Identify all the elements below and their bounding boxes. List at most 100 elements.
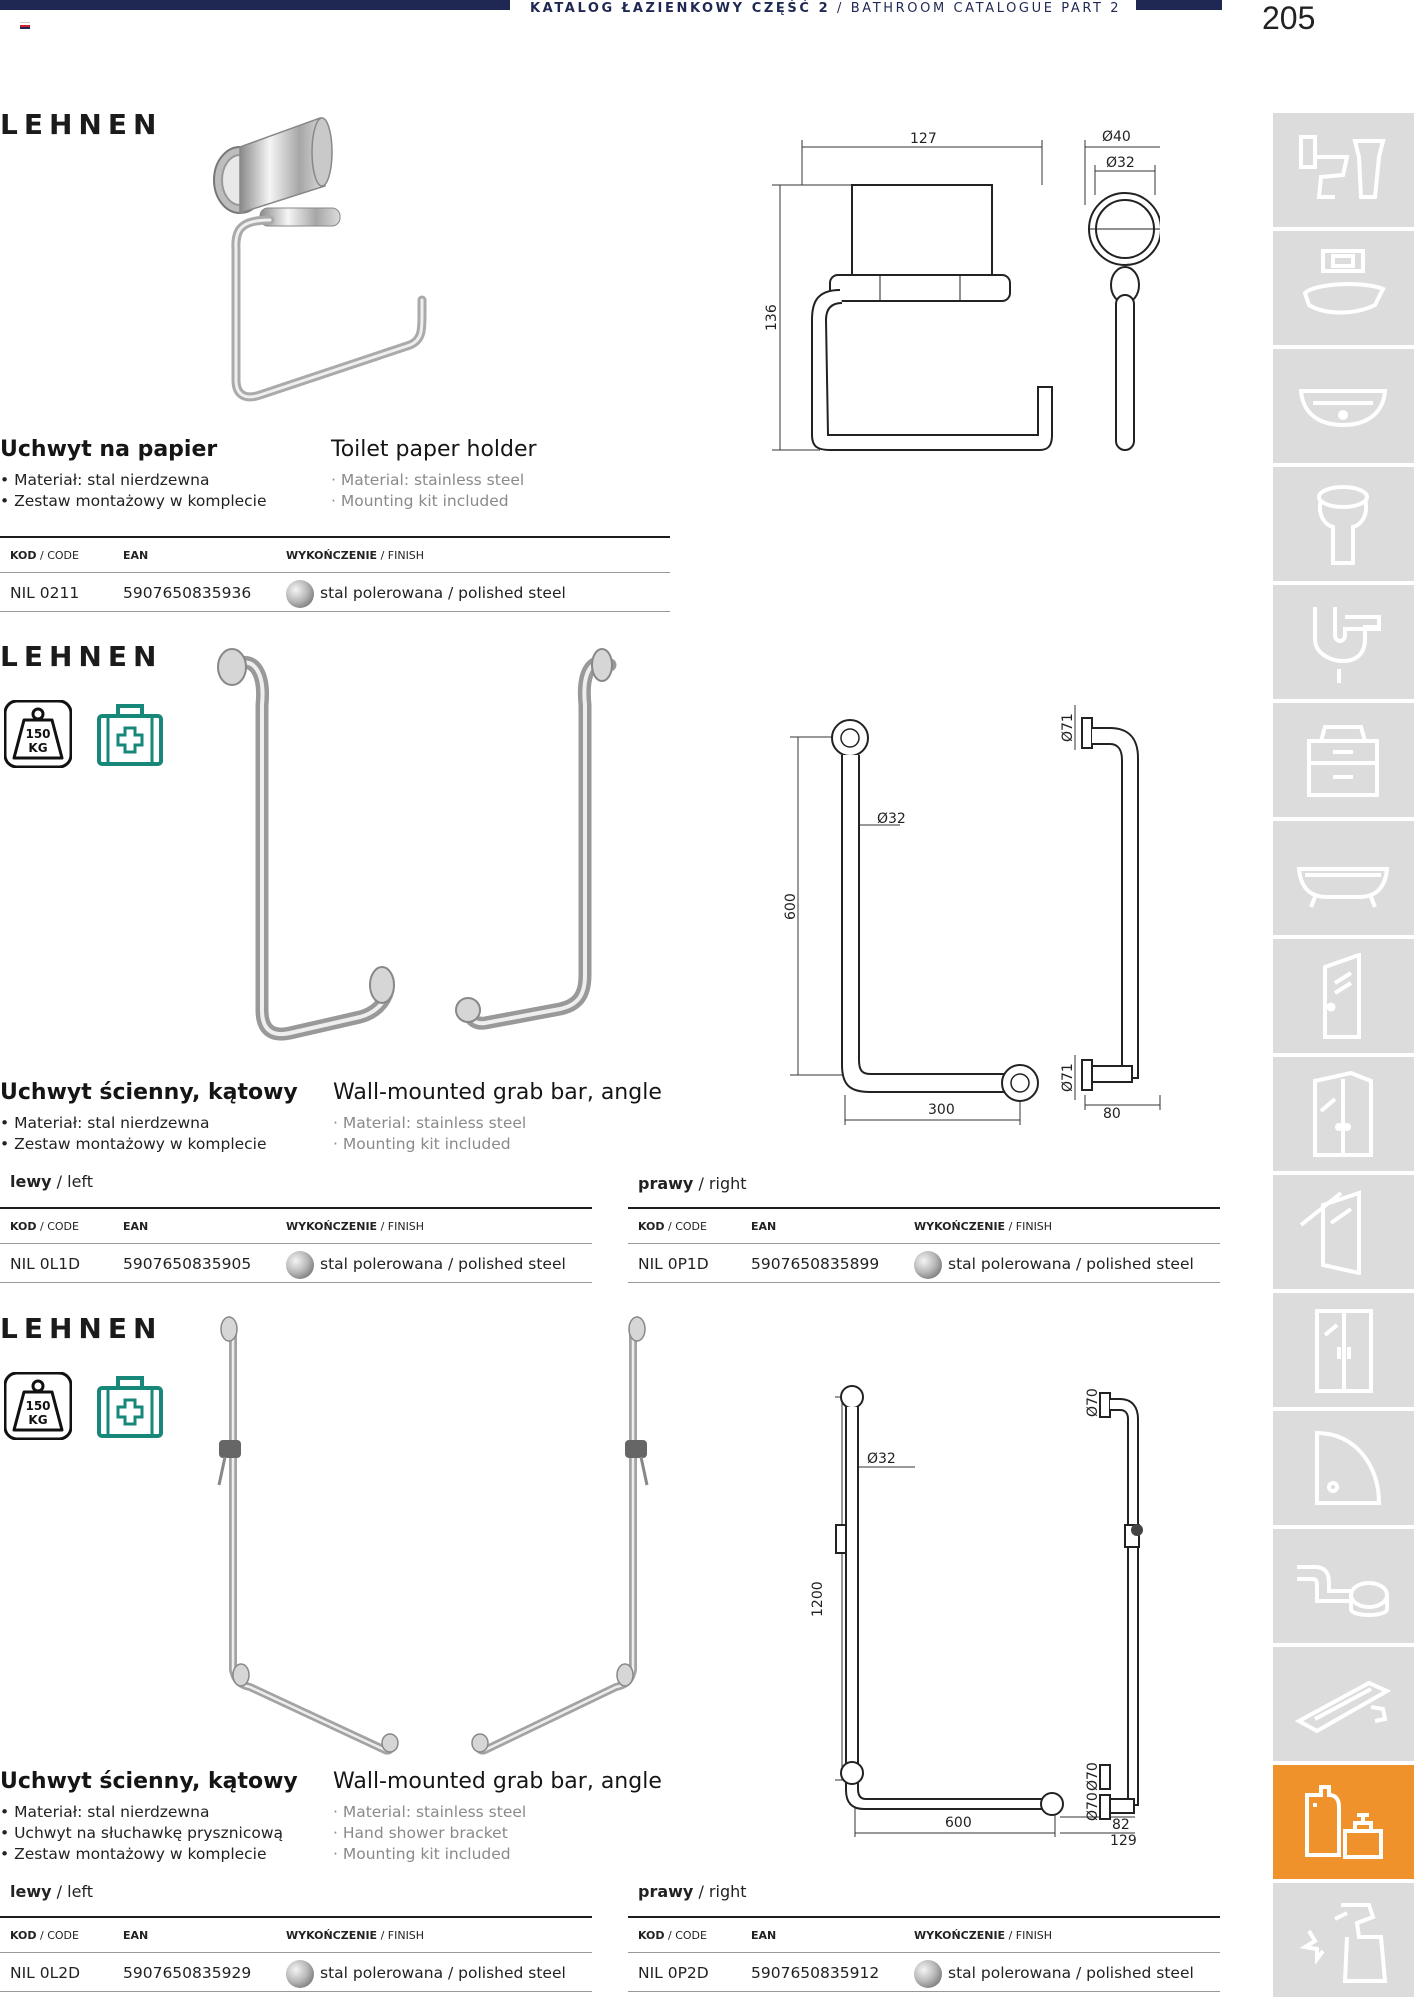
svg-text:KG: KG xyxy=(28,741,47,755)
feature-item: · Mounting kit included xyxy=(333,1845,511,1863)
category-toilets[interactable] xyxy=(1273,113,1414,227)
catalogue-title-en: / BATHROOM CATALOGUE PART 2 xyxy=(837,1,1122,16)
category-vanity-cabinets[interactable] xyxy=(1273,703,1414,817)
product-name-pl: Uchwyt na papier xyxy=(0,437,218,462)
product-code: NIL 0L1D xyxy=(10,1255,81,1273)
category-accessories[interactable] xyxy=(1273,1765,1414,1879)
dim-flange-middle: Ø70 xyxy=(1085,1762,1101,1791)
technical-drawing-paper-holder: 127 Ø40 Ø32 136 xyxy=(764,129,1160,451)
product-ean: 5907650835936 xyxy=(123,584,252,602)
bathtub-icon xyxy=(1296,867,1390,908)
category-siphons[interactable] xyxy=(1273,585,1414,699)
weight-150kg-icon: 150 KG xyxy=(4,700,72,768)
category-shower-doors[interactable] xyxy=(1273,939,1414,1053)
weight-150kg-icon: 150 KG xyxy=(4,1372,72,1440)
dim-tube-diameter: Ø32 xyxy=(867,1451,896,1467)
product-photo-grab-bar-angle xyxy=(217,648,617,1041)
feature-list-pl: • Materiał: stal nierdzewna • Zestaw mon… xyxy=(0,1113,267,1155)
dim-depth-inner: 82 xyxy=(1112,1817,1130,1833)
feature-item: · Material: stainless steel xyxy=(333,1114,527,1132)
product-ean: 5907650835912 xyxy=(751,1964,880,1982)
category-sidebar xyxy=(1273,113,1414,2001)
product-code: NIL 0P1D xyxy=(638,1255,709,1273)
category-bidets[interactable] xyxy=(1273,467,1414,581)
wall-frame-icon xyxy=(1302,249,1386,315)
header-bar-left xyxy=(0,0,510,10)
catalogue-title: KATALOG ŁAZIENKOWY CZĘŚĆ 2 / BATHROOM CA… xyxy=(530,1,1121,16)
table-header: KOD / CODE EAN WYKOŃCZENIE / FINISH xyxy=(0,538,670,573)
table-header: KOD / CODE EAN WYKOŃCZENIE / FINISH xyxy=(628,1209,1220,1244)
feature-item: • Materiał: stal nierdzewna xyxy=(0,471,210,489)
feature-list-pl: • Materiał: stal nierdzewna • Uchwyt na … xyxy=(0,1802,283,1865)
feature-list-en: · Material: stainless steel · Mounting k… xyxy=(333,1113,526,1155)
finish-swatch-icon xyxy=(914,1960,942,1988)
category-linear-drains[interactable] xyxy=(1273,1647,1414,1761)
category-shower-trays[interactable] xyxy=(1273,1411,1414,1525)
dim-length: 300 xyxy=(928,1102,955,1118)
product-table: KOD / CODE EAN WYKOŃCZENIE / FINISH NIL … xyxy=(0,536,670,612)
category-shower-enclosures[interactable] xyxy=(1273,1293,1414,1407)
category-shower-cabins[interactable] xyxy=(1273,1057,1414,1171)
finish-swatch-icon xyxy=(286,580,314,608)
dim-flange-top: Ø70 xyxy=(1085,1388,1101,1417)
table-header: KOD / CODE EAN WYKOŃCZENIE / FINISH xyxy=(0,1918,592,1953)
variant-left-label: lewy / left xyxy=(10,1882,94,1901)
feature-list-en: · Material: stainless steel · Mounting k… xyxy=(331,470,524,512)
product-finish: stal polerowana / polished steel xyxy=(320,1255,566,1273)
shower-cabin-icon xyxy=(1313,1071,1373,1157)
cleaning-spray-icon xyxy=(1299,1903,1388,1983)
table-row: NIL 0L1D 5907650835905 stal polerowana /… xyxy=(0,1244,592,1283)
vanity-cabinet-icon xyxy=(1307,725,1379,797)
product-name-pl: Uchwyt ścienny, kątowy xyxy=(0,1769,298,1794)
variant-right-label: prawy / right xyxy=(638,1174,747,1193)
flag-icon xyxy=(20,22,30,29)
product-table-left: KOD / CODE EAN WYKOŃCZENIE / FINISH NIL … xyxy=(0,1207,592,1283)
product-ean: 5907650835929 xyxy=(123,1964,252,1982)
siphon-icon xyxy=(1313,607,1381,683)
feature-item: • Materiał: stal nierdzewna xyxy=(0,1803,210,1821)
brand-logo: LEHNEN xyxy=(0,1312,163,1345)
feature-item: • Materiał: stal nierdzewna xyxy=(0,1114,210,1132)
product-ean: 5907650835905 xyxy=(123,1255,252,1273)
category-shower-screens[interactable] xyxy=(1273,1175,1414,1289)
shower-screen-icon xyxy=(1299,1190,1361,1275)
svg-text:KG: KG xyxy=(28,1413,47,1427)
feature-item: · Hand shower bracket xyxy=(333,1824,508,1842)
technical-drawing-grab-bar-shower: Ø32 1200 600 Ø70 Ø70 Ø70 82 129 xyxy=(810,1385,1143,1845)
feature-item: · Mounting kit included xyxy=(333,1135,511,1153)
category-wall-frames[interactable] xyxy=(1273,231,1414,345)
dim-height: 1200 xyxy=(810,1581,826,1617)
product-photo-paper-holder xyxy=(213,116,427,402)
table-header: KOD / CODE EAN WYKOŃCZENIE / FINISH xyxy=(0,1209,592,1244)
brand-logo: LEHNEN xyxy=(0,108,163,141)
feature-list-pl: • Materiał: stal nierdzewna • Zestaw mon… xyxy=(0,470,267,512)
product-name-pl: Uchwyt ścienny, kątowy xyxy=(0,1080,298,1105)
first-aid-kit-icon xyxy=(97,1376,163,1438)
dim-outer-diameter: Ø40 xyxy=(1102,129,1131,145)
dim-depth-outer: 129 xyxy=(1110,1833,1137,1845)
product-name-en: Toilet paper holder xyxy=(331,437,537,462)
table-row: NIL 0P1D 5907650835899 stal polerowana /… xyxy=(628,1244,1220,1283)
product-table-left: KOD / CODE EAN WYKOŃCZENIE / FINISH NIL … xyxy=(0,1916,592,1992)
product-table-right: KOD / CODE EAN WYKOŃCZENIE / FINISH NIL … xyxy=(628,1916,1220,1992)
category-cleaning[interactable] xyxy=(1273,1883,1414,1997)
toilet-icon xyxy=(1299,135,1386,199)
table-row: NIL 0211 5907650835936 stal polerowana /… xyxy=(0,573,670,612)
category-washbasins[interactable] xyxy=(1273,349,1414,463)
first-aid-kit-icon xyxy=(97,704,163,766)
feature-item: · Mounting kit included xyxy=(331,492,509,510)
header-bar-right xyxy=(1136,0,1222,10)
category-bathtubs[interactable] xyxy=(1273,821,1414,935)
dim-depth: 80 xyxy=(1103,1106,1121,1122)
category-drain-pipes[interactable] xyxy=(1273,1529,1414,1643)
dim-tube-diameter: Ø32 xyxy=(877,811,906,827)
shower-tray-icon xyxy=(1315,1430,1382,1505)
dim-flange-bottom: Ø70 xyxy=(1085,1792,1101,1821)
product-ean: 5907650835899 xyxy=(751,1255,880,1273)
product-finish: stal polerowana / polished steel xyxy=(948,1964,1194,1982)
table-row: NIL 0L2D 5907650835929 stal polerowana /… xyxy=(0,1953,592,1992)
product-code: NIL 0P2D xyxy=(638,1964,709,1982)
shower-door-icon xyxy=(1323,953,1361,1039)
dim-flange-bottom: Ø71 xyxy=(1060,1063,1076,1092)
linear-drain-icon xyxy=(1295,1680,1391,1734)
